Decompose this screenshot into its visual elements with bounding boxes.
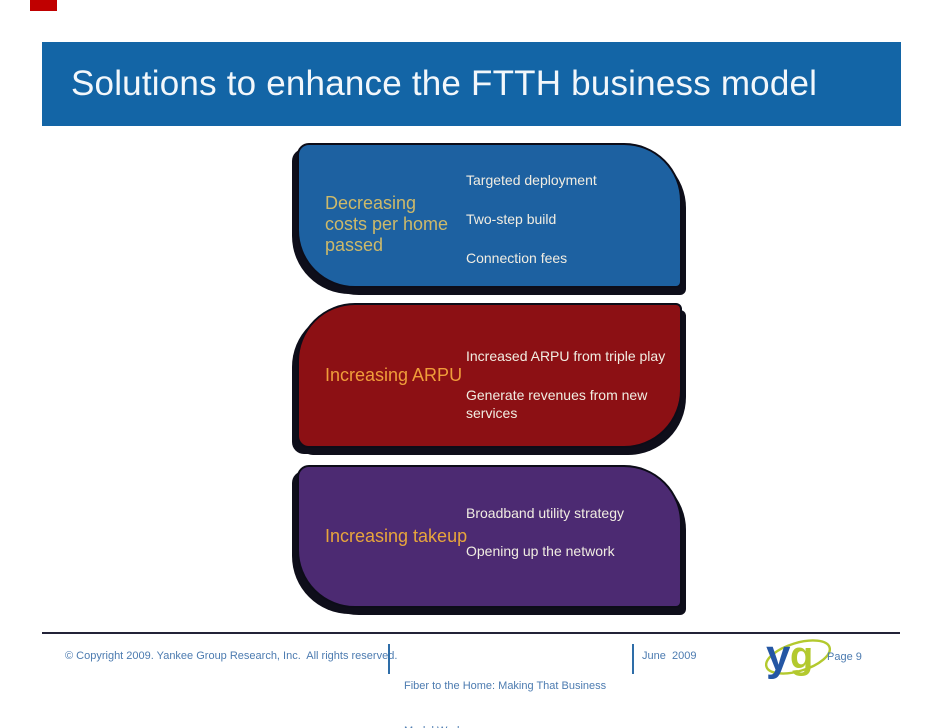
bullet-item: Generate revenues from new services [466,387,648,421]
footer-divider-line [42,632,900,634]
logo-letter-y: y [766,637,791,680]
footer-document-title-line2: Model Work [404,724,606,728]
bullet-item: Two-step build [466,211,557,227]
box-increasing-arpu-label: Increasing ARPU [299,305,464,446]
bullet-item: Opening up the network [466,543,615,559]
box-increasing-takeup: Increasing takeup Broadband utility stra… [297,465,682,608]
bullet-item: Connection fees [466,250,568,266]
box-decreasing-costs-label: Decreasing costs per home passed [299,145,464,286]
footer-copyright: © Copyright 2009. Yankee Group Research,… [65,650,398,662]
footer-page-number: Page 9 [827,651,862,663]
logo-swoosh [764,639,832,675]
label-line: costs per home [325,214,449,234]
box-increasing-takeup-bullets: Broadband utility strategy Opening up th… [466,467,674,560]
yankee-group-logo: y g [764,637,832,680]
bullet-item: Increased ARPU from triple play [466,348,666,364]
label-line: Decreasing [325,193,417,213]
box-decreasing-costs-bullets: Targeted deployment Two-step build Conne… [466,145,674,267]
logo-letter-g: g [790,637,813,677]
slide-title-bar: Solutions to enhance the FTTH business m… [42,42,901,126]
footer-document-title-line1: Fiber to the Home: Making That Business [404,680,607,692]
bullet-item: Targeted deployment [466,172,597,188]
label-line: passed [325,235,384,255]
footer-separator [632,644,634,674]
bullet-item: Broadband utility strategy [466,505,624,521]
slide-top-red-marker [30,0,57,11]
box-decreasing-costs: Decreasing costs per home passed Targete… [297,143,682,288]
footer-separator [388,644,390,674]
label-line: Increasing ARPU [325,365,463,385]
slide-title: Solutions to enhance the FTTH business m… [71,64,818,103]
box-increasing-arpu: Increasing ARPU Increased ARPU from trip… [297,303,682,448]
box-increasing-takeup-label: Increasing takeup [299,467,468,606]
box-increasing-arpu-bullets: Increased ARPU from triple play Generate… [466,305,674,422]
footer-date: June 2009 [642,650,697,662]
label-line: Increasing takeup [325,526,468,546]
footer-document-title: Fiber to the Home: Making That Business … [404,649,606,728]
